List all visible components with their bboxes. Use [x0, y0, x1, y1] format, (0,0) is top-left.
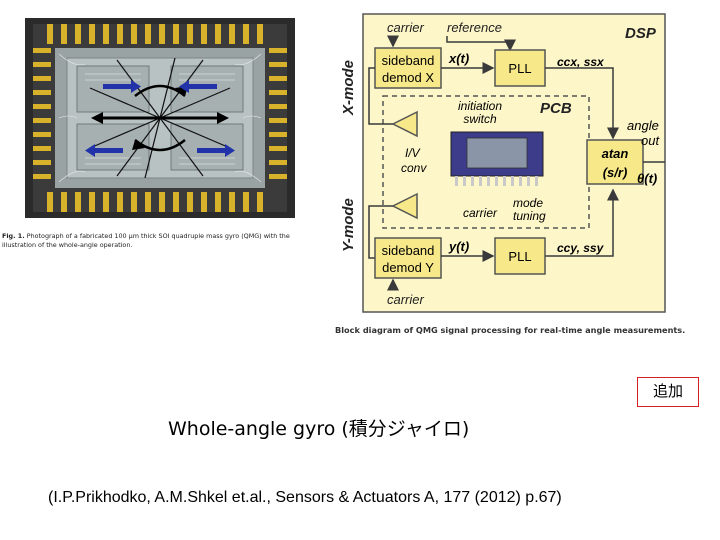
iv-amplifier-x	[391, 110, 418, 138]
carrier-bottom-label: carrier	[387, 292, 425, 307]
figure-caption-text: Photograph of a fabricated 100 μm thick …	[2, 232, 290, 249]
mass-motion-arrows	[85, 80, 235, 157]
carrier-top-label: carrier	[387, 20, 425, 35]
sideband-x-line2: demod X	[382, 70, 434, 85]
gyro-chip-photo	[25, 18, 295, 218]
dsp-label: DSP	[625, 25, 657, 42]
oscillation-arrow	[91, 112, 229, 124]
slide-title: Whole-angle gyro (積分ジャイロ)	[168, 418, 470, 440]
ccy-label: ccy, ssy	[557, 241, 605, 255]
x-signal-label: x(t)	[448, 51, 469, 66]
iv-label-line2: conv	[401, 161, 427, 175]
x-mode-label: X-mode	[340, 60, 357, 116]
sideband-y-line1: sideband	[382, 243, 435, 258]
block-diagram: DSP X-mode Y-mode carrier reference side…	[340, 13, 666, 313]
iv-amplifier-y	[391, 192, 418, 220]
pll-x-block	[494, 49, 546, 87]
pll-x-label: PLL	[508, 61, 531, 76]
reference-label: reference	[447, 20, 502, 35]
pll-y-block	[494, 237, 546, 275]
citation: (I.P.Prikhodko, A.M.Shkel et.al., Sensor…	[48, 489, 562, 506]
atan-line2: (s/r)	[603, 165, 628, 180]
block-diagram-panel: DSP X-mode Y-mode carrier reference side…	[335, 0, 720, 345]
package-pins	[33, 24, 287, 212]
theta-label: θ(t)	[637, 171, 657, 186]
initiation-line2: switch	[463, 112, 497, 126]
iv-label-line1: I/V	[405, 146, 421, 160]
mode-tuning-line1: mode	[513, 196, 543, 210]
y-signal-label: y(t)	[448, 239, 469, 254]
rotation-arrow-bottom	[134, 139, 186, 152]
angle-out-line2: out	[641, 133, 660, 148]
sideband-demod-y-block	[374, 237, 442, 279]
rotation-arrow-top	[134, 84, 186, 97]
sideband-y-line2: demod Y	[382, 260, 434, 275]
sideband-x-line1: sideband	[382, 53, 435, 68]
carrier-mid-label: carrier	[463, 206, 498, 220]
diagram-caption: Block diagram of QMG signal processing f…	[335, 325, 686, 335]
mode-tuning-line2: tuning	[513, 209, 546, 223]
atan-block	[586, 139, 644, 185]
angle-out-line1: angle	[627, 118, 659, 133]
y-mode-label: Y-mode	[340, 198, 357, 252]
figure-caption-label: Fig. 1.	[2, 232, 25, 240]
atan-line1: atan	[602, 146, 629, 161]
figure-caption: Fig. 1. Photograph of a fabricated 100 μ…	[2, 232, 324, 250]
pcb-label: PCB	[540, 100, 572, 117]
addition-badge: 追加	[637, 377, 699, 407]
photo-panel: Fig. 1. Photograph of a fabricated 100 μ…	[0, 0, 325, 270]
pcb-chip	[450, 131, 544, 186]
ccx-label: ccx, ssx	[557, 55, 605, 69]
pll-y-label: PLL	[508, 249, 531, 264]
initiation-line1: initiation	[458, 99, 502, 113]
